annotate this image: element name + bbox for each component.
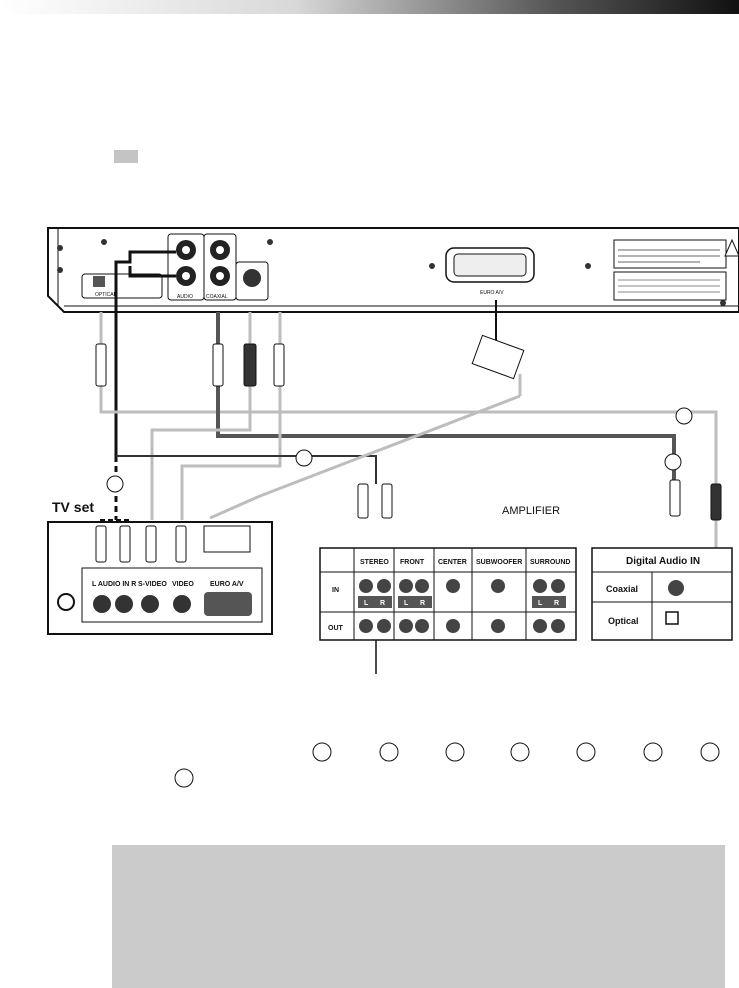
tv-euro-label: EURO A/V — [210, 581, 244, 588]
tv-video-label: VIDEO — [172, 581, 194, 588]
amp-row-in: IN — [332, 587, 339, 594]
amp-col-subwoofer: SUBWOOFER — [476, 559, 522, 566]
amp-stereo-l: L — [364, 600, 369, 607]
scart-port-label: EURO A/V — [480, 290, 504, 296]
cable-plugs — [95, 334, 722, 521]
section-marker — [114, 150, 138, 163]
top-gradient-bar — [0, 0, 739, 14]
amp-col-front: FRONT — [400, 559, 425, 566]
digital-coaxial-label: Coaxial — [606, 584, 638, 594]
digital-audio-panel: Digital Audio IN Coaxial Optical — [591, 547, 733, 641]
amplifier-title: AMPLIFIER — [502, 505, 560, 517]
cable-markers — [106, 407, 693, 493]
amp-surround-r: R — [554, 600, 559, 607]
tv-panel: TV set L AUDIO IN R S-VIDEO VIDEO EURO A… — [47, 499, 273, 635]
note-box — [112, 845, 725, 988]
digital-optical-label: Optical — [608, 616, 639, 626]
amp-front-r: R — [420, 600, 425, 607]
coaxial-port-label: COAXIAL — [206, 294, 228, 300]
legend-circle-row — [174, 742, 720, 788]
amp-col-center: CENTER — [438, 559, 467, 566]
amp-row-out: OUT — [328, 625, 344, 632]
tv-audio-in-label: L AUDIO IN R — [92, 581, 136, 588]
optical-port-label: OPTICAL — [95, 292, 117, 298]
digital-audio-title: Digital Audio IN — [626, 556, 700, 567]
amp-col-surround: SURROUND — [530, 559, 570, 566]
amp-col-stereo: STEREO — [360, 559, 389, 566]
amplifier-panel: AMPLIFIER STEREO FRONT CENTER SUBWOOFER … — [319, 505, 577, 641]
tv-set-title: TV set — [52, 499, 94, 515]
tv-svideo-label: S-VIDEO — [138, 581, 167, 588]
dvd-rear-panel: OPTICAL AUDIO COAXIAL EURO A/V — [47, 227, 739, 313]
amp-stereo-r: R — [380, 600, 385, 607]
amp-surround-l: L — [538, 600, 543, 607]
audio-port-label: AUDIO — [177, 294, 193, 300]
amp-front-l: L — [404, 600, 409, 607]
connection-diagram: OPTICAL AUDIO COAXIAL EURO A/V — [47, 227, 739, 674]
